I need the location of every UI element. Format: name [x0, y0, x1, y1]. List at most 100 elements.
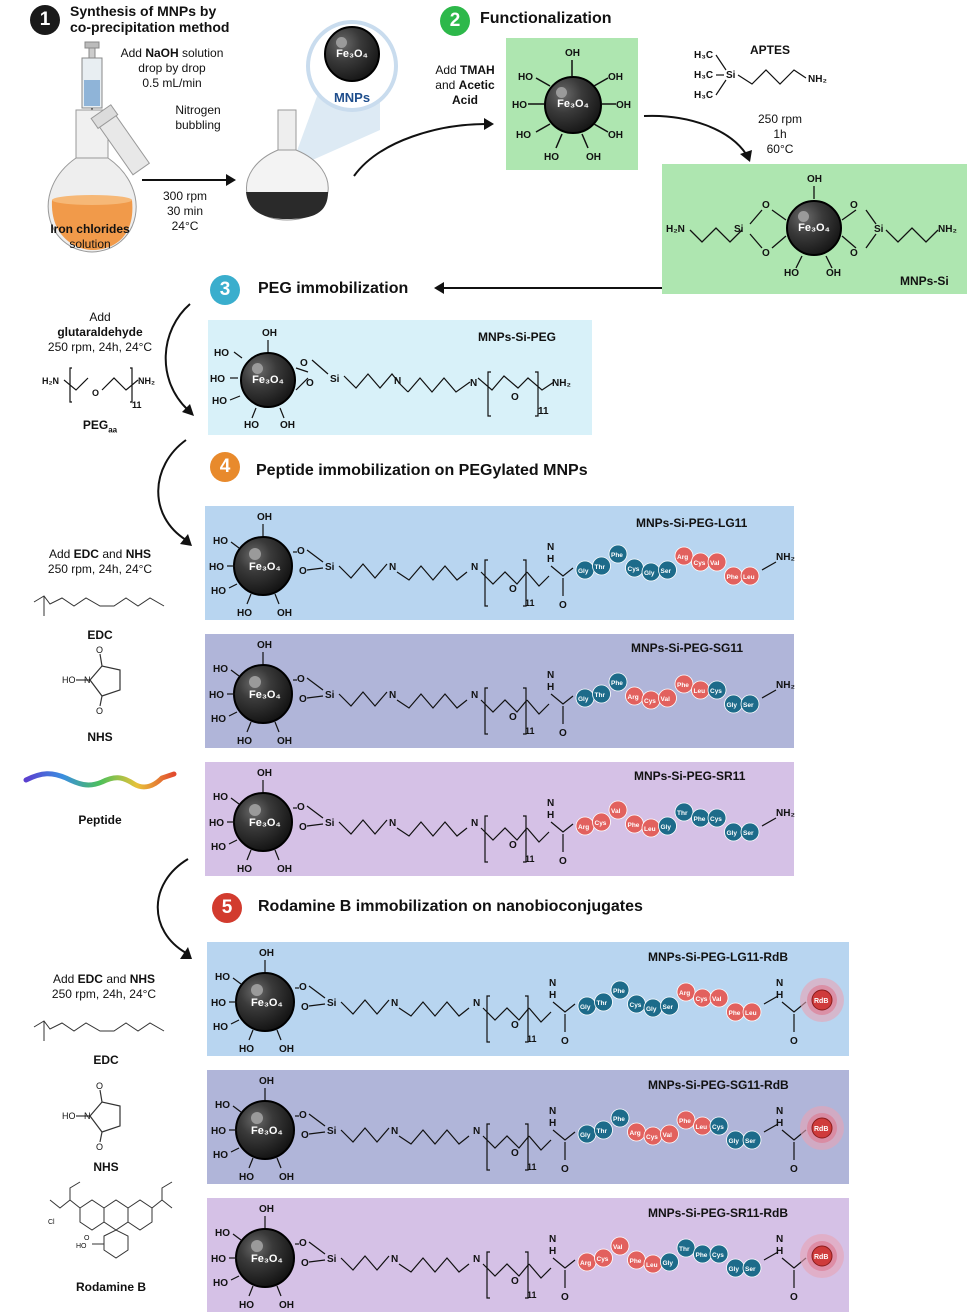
svg-text:O: O [850, 200, 858, 211]
ho-label: HO [213, 1278, 228, 1289]
amide-h-label: H [547, 554, 554, 565]
fe3o4-label: Fe₃O₄ [798, 222, 830, 234]
glutaraldehyde-label: glutaraldehyde [57, 325, 143, 339]
oh-label: OH [277, 608, 292, 619]
oh-bond [274, 593, 280, 605]
amino-acid-ser [742, 1258, 762, 1278]
amino-acid-label: Cys [630, 1002, 642, 1009]
ho-label: HO [239, 1172, 254, 1183]
peptide-label: Peptide [78, 813, 122, 827]
amino-acid-label: Thr [597, 1128, 608, 1135]
svg-text:HO: HO [210, 374, 225, 385]
oh-label: OH [259, 948, 274, 959]
mnp-silanized: Fe₃O₄ [786, 200, 842, 256]
si-label: Si [327, 998, 337, 1009]
naoh-solution: solution [182, 46, 224, 60]
amino-acid-label: Ser [743, 702, 754, 709]
amino-acid-thr [594, 1120, 613, 1140]
si-label: Si [325, 562, 335, 573]
oh-bond [230, 541, 240, 549]
amide-chain [526, 827, 550, 843]
peg-chain [482, 1263, 530, 1277]
amide-bond [552, 1129, 576, 1141]
naoh-instruction: Add NaOH solution [112, 46, 232, 61]
svg-text:HO: HO [214, 348, 229, 359]
amide-chain [526, 571, 550, 587]
amino-acid-label: Val [663, 1132, 673, 1139]
peg-repeat-label: 11 [525, 598, 535, 608]
oh-label: OH [259, 1076, 274, 1087]
alkyl-chain [340, 1127, 390, 1143]
rdb-marker [811, 1245, 833, 1267]
o-label: O [299, 1110, 307, 1121]
terminal-nh2-label: NH₂ [776, 808, 795, 819]
step-5-title: Rodamine B immobilization on nanobioconj… [258, 898, 643, 915]
svg-text:N: N [394, 376, 401, 387]
svg-text:HO: HO [244, 420, 259, 431]
svg-text:H₃C: H₃C [694, 50, 713, 61]
peg-chain [480, 699, 528, 713]
terminal-bond [761, 817, 777, 827]
peg-chain [482, 1135, 530, 1149]
svg-text:O: O [96, 1081, 103, 1091]
imine-n-label: N [471, 562, 478, 573]
amino-acid-leu [742, 1002, 762, 1022]
amino-acid-label: Phe [696, 1252, 708, 1259]
oh-bond [276, 1285, 282, 1297]
amide-n-label: N [549, 978, 556, 989]
amino-acid-thr [676, 1238, 696, 1258]
imine-n-label: N [473, 998, 480, 1009]
amino-acid-label: Ser [743, 830, 754, 837]
ho-label: HO [239, 1044, 254, 1055]
acid-label: Acid [451, 93, 478, 107]
si-label: Si [327, 1254, 337, 1265]
ho-label: HO [239, 1300, 254, 1311]
peg-bracket-left [484, 559, 488, 607]
edc-word: EDC [77, 972, 103, 986]
amino-acid-cys [707, 808, 727, 828]
arrow-to-functionalization [353, 118, 494, 177]
naoh-label: NaOH [145, 46, 179, 60]
oh-bond [228, 839, 238, 845]
peg-bracket-left [486, 1123, 490, 1171]
peg-conditions: 250 rpm, 24h, 24°C [47, 340, 153, 354]
amino-acid-phe [608, 672, 628, 692]
amino-acid-label: Cys [595, 820, 607, 827]
edc-structure [33, 595, 165, 616]
amino-acid-phe [610, 1108, 630, 1128]
reaction-flask-illustration [47, 41, 151, 253]
iron-solution-label: solution [69, 237, 111, 251]
ho-label: HO [215, 972, 230, 983]
svg-text:O: O [850, 248, 858, 259]
amino-acid-label: Phe [630, 1258, 642, 1265]
si-label: Si [325, 818, 335, 829]
and-acetic: and Acetic [430, 78, 500, 93]
svg-text:11: 11 [538, 406, 549, 417]
drop-by-drop: drop by drop [138, 61, 206, 75]
drop-rate: 0.5 mL/min [142, 76, 202, 90]
amino-acid-label: Leu [644, 826, 656, 833]
rdb-label: RdB [814, 1254, 828, 1261]
si-o-bond [308, 1113, 326, 1127]
rdb-carbonyl-o-label: O [790, 1292, 798, 1303]
mnp-particle: Fe₃O₄ [324, 26, 380, 82]
amino-acid-cys [594, 1248, 613, 1268]
arrow-peptide-curve [157, 439, 192, 546]
amino-acid-label: Arg [679, 990, 690, 997]
amide-n-label: N [547, 798, 554, 809]
glutaraldehyde-chain [396, 693, 468, 709]
amino-acid-label: Val [712, 996, 722, 1003]
o-label: O [299, 822, 307, 833]
oh-label: OH [259, 1204, 274, 1215]
amino-acid-label: Arg [578, 824, 589, 831]
fe3o4-label: Fe₃O₄ [251, 1125, 283, 1137]
imine-n-label: N [389, 690, 396, 701]
svg-text:O: O [96, 706, 103, 714]
amino-acid-cys [709, 1116, 729, 1136]
nhs-label: NHS [87, 730, 113, 744]
amino-acid-label: Ser [663, 1004, 674, 1011]
ho-label: HO [213, 1150, 228, 1161]
alkyl-chain [338, 691, 388, 707]
step-2-title: Functionalization [480, 10, 612, 27]
